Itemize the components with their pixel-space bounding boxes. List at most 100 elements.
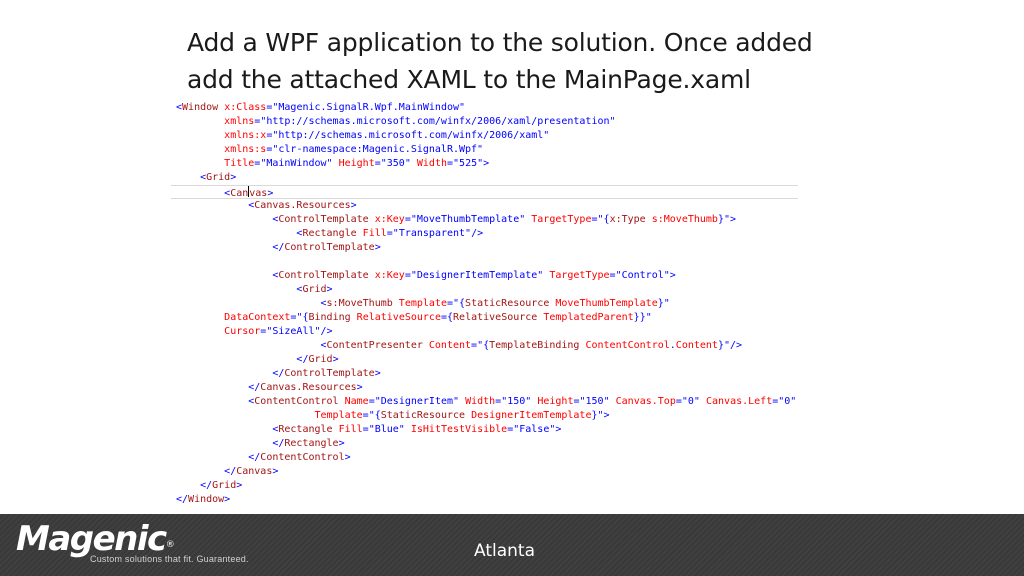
text-caret xyxy=(248,186,250,197)
code-token: "http://schemas.microsoft.com/winfx/2006… xyxy=(272,130,550,141)
code-token: < xyxy=(248,200,255,211)
code-token: </ xyxy=(176,494,189,505)
code-token: = xyxy=(266,144,273,155)
code-token: ControlTemplate xyxy=(284,242,375,253)
code-token: }" xyxy=(591,410,604,421)
code-line: DataContext="{Binding RelativeSource={Re… xyxy=(176,311,798,325)
footer-bar: Magenic® Custom solutions that fit. Guar… xyxy=(0,514,1024,576)
code-line: xmlns:x="http://schemas.microsoft.com/wi… xyxy=(176,129,798,143)
code-line: <Grid> xyxy=(176,283,798,297)
code-token: Width xyxy=(416,158,447,169)
code-token: Name xyxy=(344,396,369,407)
code-token: = xyxy=(440,312,447,323)
code-token: = xyxy=(591,214,598,225)
code-token: > xyxy=(730,214,737,225)
code-token: StaticResource xyxy=(465,298,550,309)
code-token: Window xyxy=(182,102,219,113)
code-token: </ xyxy=(248,452,261,463)
code-token: Can xyxy=(230,188,249,199)
code-line: <Window x:Class="Magenic.SignalR.Wpf.Mai… xyxy=(176,101,798,115)
code-token: RelativeSource xyxy=(453,312,538,323)
code-line: Cursor="SizeAll"/> xyxy=(176,325,798,339)
code-token xyxy=(176,200,248,211)
code-token: TargetType xyxy=(531,214,592,225)
code-token: Canvas.Resources xyxy=(260,382,357,393)
code-token: /> xyxy=(730,340,743,351)
code-token xyxy=(176,382,248,393)
code-token: }}" xyxy=(633,312,652,323)
code-line: xmlns:s="clr-namespace:Magenic.SignalR.W… xyxy=(176,143,798,157)
code-line: </Grid> xyxy=(176,353,798,367)
code-token: > xyxy=(374,368,381,379)
code-token: ContentControl xyxy=(254,396,339,407)
code-token: x:Type xyxy=(609,214,646,225)
code-token xyxy=(176,424,272,435)
code-token: = xyxy=(404,270,411,281)
code-token: Canvas.Top xyxy=(615,396,676,407)
code-line: <Rectangle Fill="Transparent"/> xyxy=(176,227,798,241)
slide-title-line-1: Add a WPF application to the solution. O… xyxy=(187,28,813,57)
code-token: "{ xyxy=(597,214,610,225)
code-token: "DesignerItem" xyxy=(374,396,460,407)
code-token xyxy=(176,284,296,295)
slide-title-line-2: add the attached XAML to the MainPage.xa… xyxy=(187,65,751,94)
code-token: ControlTemplate xyxy=(284,368,375,379)
code-token: "0" xyxy=(778,396,797,407)
code-token: }" xyxy=(717,214,730,225)
code-token: ContentControl xyxy=(260,452,345,463)
code-token: Canvas.Left xyxy=(705,396,773,407)
code-token: Fill xyxy=(362,228,387,239)
code-token xyxy=(176,158,224,169)
code-token: s:MoveThumb xyxy=(326,298,393,309)
code-token: = xyxy=(254,116,261,127)
code-token: < xyxy=(224,188,231,199)
code-token: DesignerItemTemplate xyxy=(471,410,592,421)
code-token: Fill xyxy=(338,424,363,435)
code-token: xmlns xyxy=(224,116,255,127)
code-token: = xyxy=(290,312,297,323)
code-token: Grid xyxy=(212,480,237,491)
code-token: </ xyxy=(296,354,309,365)
code-token: = xyxy=(386,228,393,239)
code-token: Binding xyxy=(308,312,351,323)
code-token: "0" xyxy=(681,396,700,407)
code-token: = xyxy=(374,158,381,169)
code-token xyxy=(176,144,224,155)
code-token: Content xyxy=(675,340,718,351)
code-token: = xyxy=(254,158,261,169)
code-token xyxy=(176,116,224,127)
code-token: </ xyxy=(272,368,285,379)
code-token: TargetType xyxy=(549,270,610,281)
code-token: = xyxy=(507,424,514,435)
code-token: "{ xyxy=(477,340,490,351)
code-token: Content xyxy=(428,340,472,351)
code-line: <Canvas.Resources> xyxy=(176,199,798,213)
code-token: Cursor xyxy=(224,326,261,337)
code-token: TemplateBinding xyxy=(489,340,580,351)
code-token: Template xyxy=(398,298,447,309)
code-token: MoveThumbTemplate xyxy=(555,298,658,309)
code-token: < xyxy=(296,228,303,239)
code-token: }" xyxy=(717,340,730,351)
code-line: </Window> xyxy=(176,493,798,507)
code-token xyxy=(176,228,296,239)
code-token: "http://schemas.microsoft.com/winfx/2006… xyxy=(260,116,616,127)
code-token xyxy=(176,188,224,199)
code-token xyxy=(176,326,224,337)
code-token xyxy=(176,452,248,463)
code-token: </ xyxy=(200,480,213,491)
code-token: < xyxy=(320,340,327,351)
code-token: IsHitTestVisible xyxy=(410,424,508,435)
code-token xyxy=(176,270,272,281)
code-token: = xyxy=(446,298,453,309)
magenic-logo: Magenic® xyxy=(16,519,175,559)
code-token: Title xyxy=(224,158,255,169)
code-token: Rectangle xyxy=(284,438,339,449)
code-token: "DesignerItemTemplate" xyxy=(410,270,544,281)
registered-mark: ® xyxy=(165,540,175,550)
code-token: ContentPresenter xyxy=(326,340,423,351)
code-token: Canvas.Resources xyxy=(254,200,351,211)
code-token xyxy=(176,354,296,365)
code-line: Title="MainWindow" Height="350" Width="5… xyxy=(176,157,798,171)
code-token: Rectangle xyxy=(302,228,357,239)
